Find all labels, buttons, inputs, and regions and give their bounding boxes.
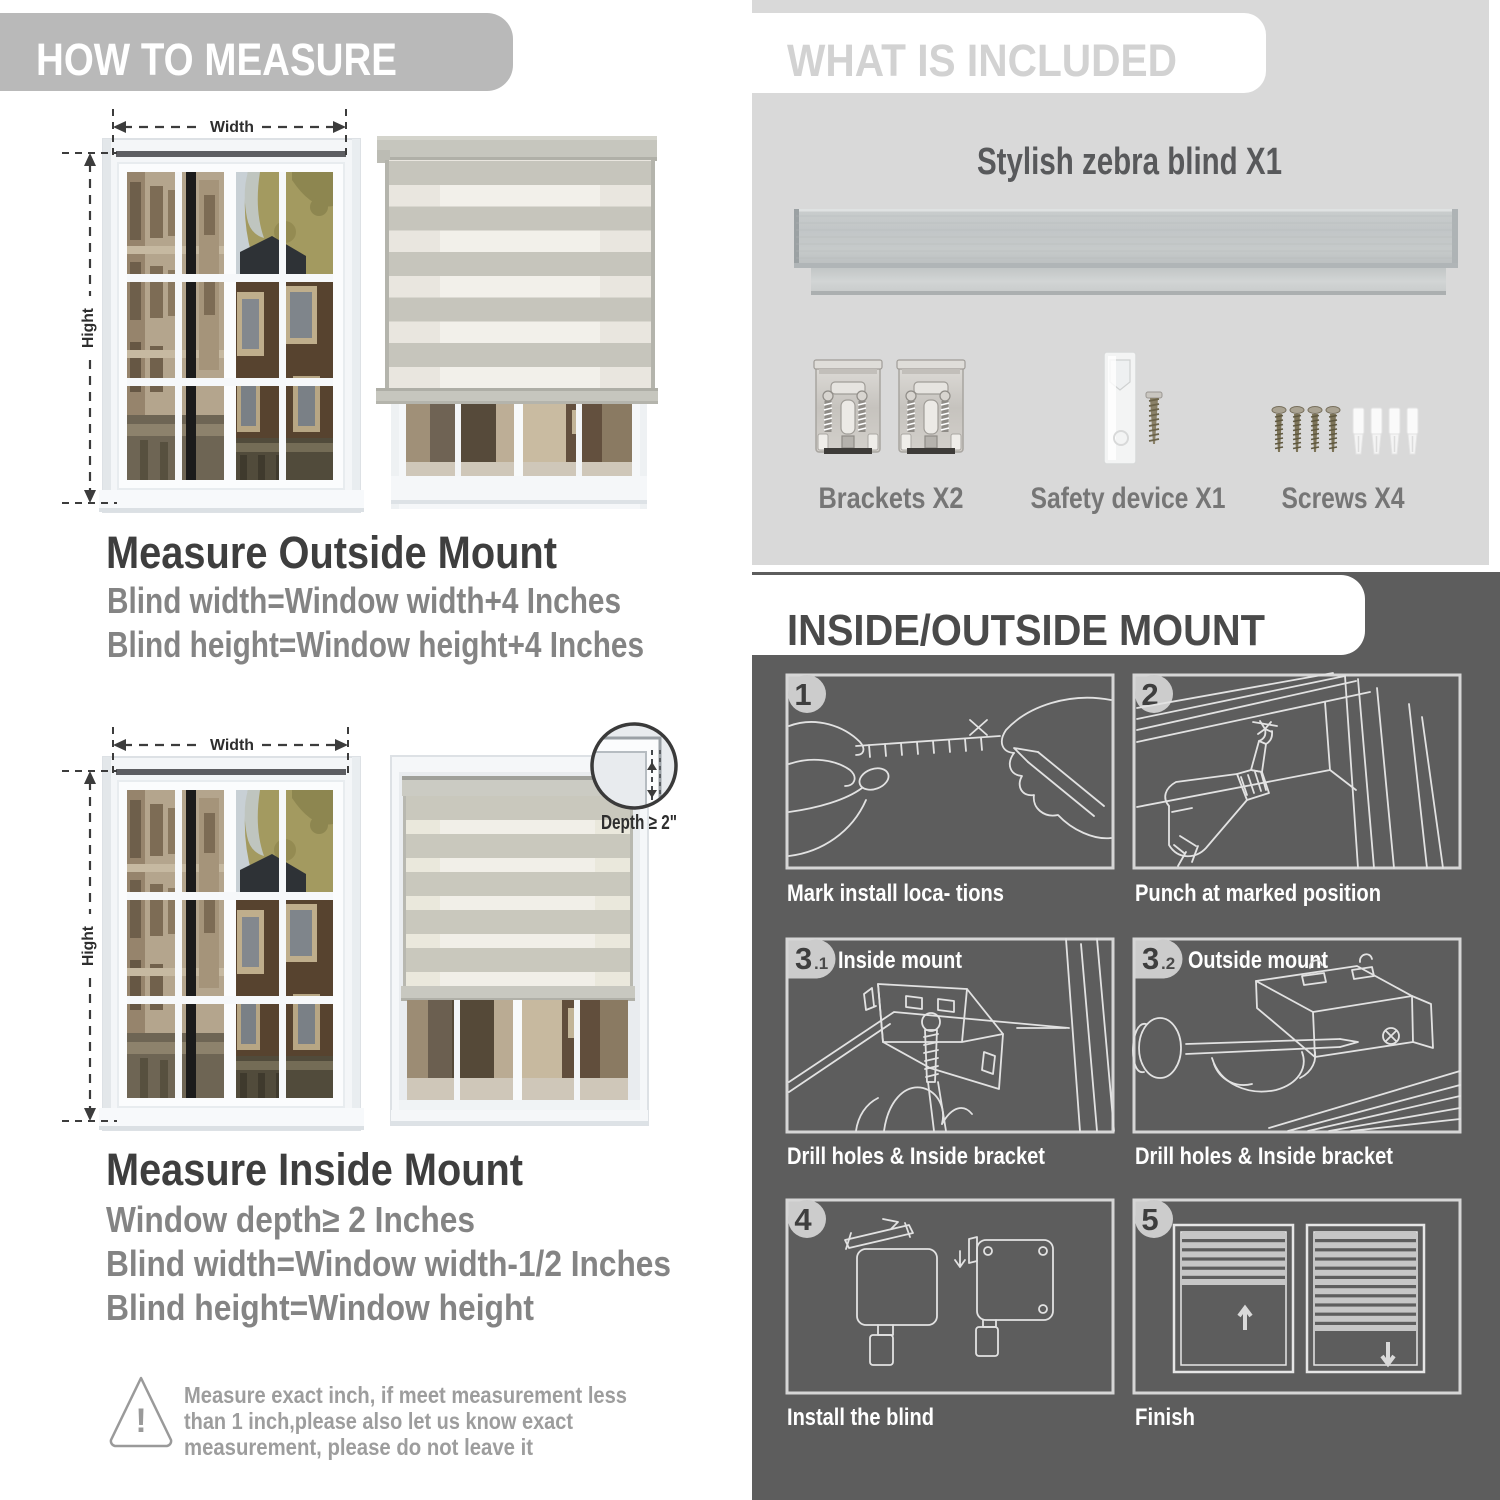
svg-text:Hight: Hight	[80, 925, 97, 966]
svg-text:WHAT IS INCLUDED: WHAT IS INCLUDED	[787, 35, 1177, 86]
svg-text:Finish: Finish	[1135, 1404, 1195, 1431]
svg-text:Screws X4: Screws X4	[1282, 482, 1405, 515]
svg-text:Punch at marked position: Punch at marked position	[1135, 880, 1381, 907]
svg-text:.2: .2	[1161, 954, 1175, 973]
svg-text:INSIDE/OUTSIDE MOUNT: INSIDE/OUTSIDE MOUNT	[787, 606, 1265, 655]
svg-text:measurement, please do not lea: measurement, please do not leave it	[184, 1434, 533, 1460]
svg-text:Mark install loca- tions: Mark install loca- tions	[787, 880, 1004, 907]
svg-text:Depth ≥ 2": Depth ≥ 2"	[601, 812, 677, 834]
svg-text:.1: .1	[814, 954, 828, 973]
svg-text:Inside mount: Inside mount	[838, 947, 962, 974]
svg-text:3: 3	[795, 941, 812, 976]
svg-text:5: 5	[1141, 1202, 1158, 1237]
svg-text:Drill holes & Inside bracket: Drill holes & Inside bracket	[787, 1143, 1045, 1170]
svg-text:2: 2	[1141, 677, 1158, 712]
svg-text:than 1 inch,please also let us: than 1 inch,please also let us know exac…	[184, 1408, 573, 1434]
svg-text:Width: Width	[210, 119, 254, 136]
svg-text:Window depth≥ 2 Inches: Window depth≥ 2 Inches	[106, 1199, 475, 1240]
svg-text:Blind width=Window width+4 Inc: Blind width=Window width+4 Inches	[107, 580, 621, 621]
svg-text:Safety device X1: Safety device X1	[1031, 482, 1226, 515]
svg-text:Install the blind: Install the blind	[787, 1404, 934, 1431]
svg-text:Outside mount: Outside mount	[1188, 947, 1328, 974]
svg-text:Width: Width	[210, 737, 254, 754]
svg-text:Hight: Hight	[80, 307, 97, 348]
svg-text:Blind height=Window height+4 I: Blind height=Window height+4 Inches	[107, 624, 644, 665]
svg-text:Measure exact inch, if meet me: Measure exact inch, if meet measurement …	[184, 1382, 627, 1408]
svg-text:!: !	[135, 1402, 146, 1440]
svg-text:Measure Outside Mount: Measure Outside Mount	[106, 527, 557, 578]
svg-text:Blind width=Window width-1/2 I: Blind width=Window width-1/2 Inches	[106, 1243, 671, 1284]
svg-text:Blind height=Window height: Blind height=Window height	[106, 1287, 534, 1328]
svg-text:Measure Inside Mount: Measure Inside Mount	[106, 1144, 523, 1195]
svg-text:Brackets X2: Brackets X2	[819, 482, 964, 515]
svg-text:1: 1	[794, 677, 811, 712]
svg-text:Drill holes & Inside bracket: Drill holes & Inside bracket	[1135, 1143, 1393, 1170]
svg-text:4: 4	[794, 1202, 812, 1237]
svg-text:3: 3	[1142, 941, 1159, 976]
svg-text:HOW TO MEASURE: HOW TO MEASURE	[36, 34, 397, 85]
svg-text:Stylish zebra blind X1: Stylish zebra blind X1	[977, 141, 1282, 183]
